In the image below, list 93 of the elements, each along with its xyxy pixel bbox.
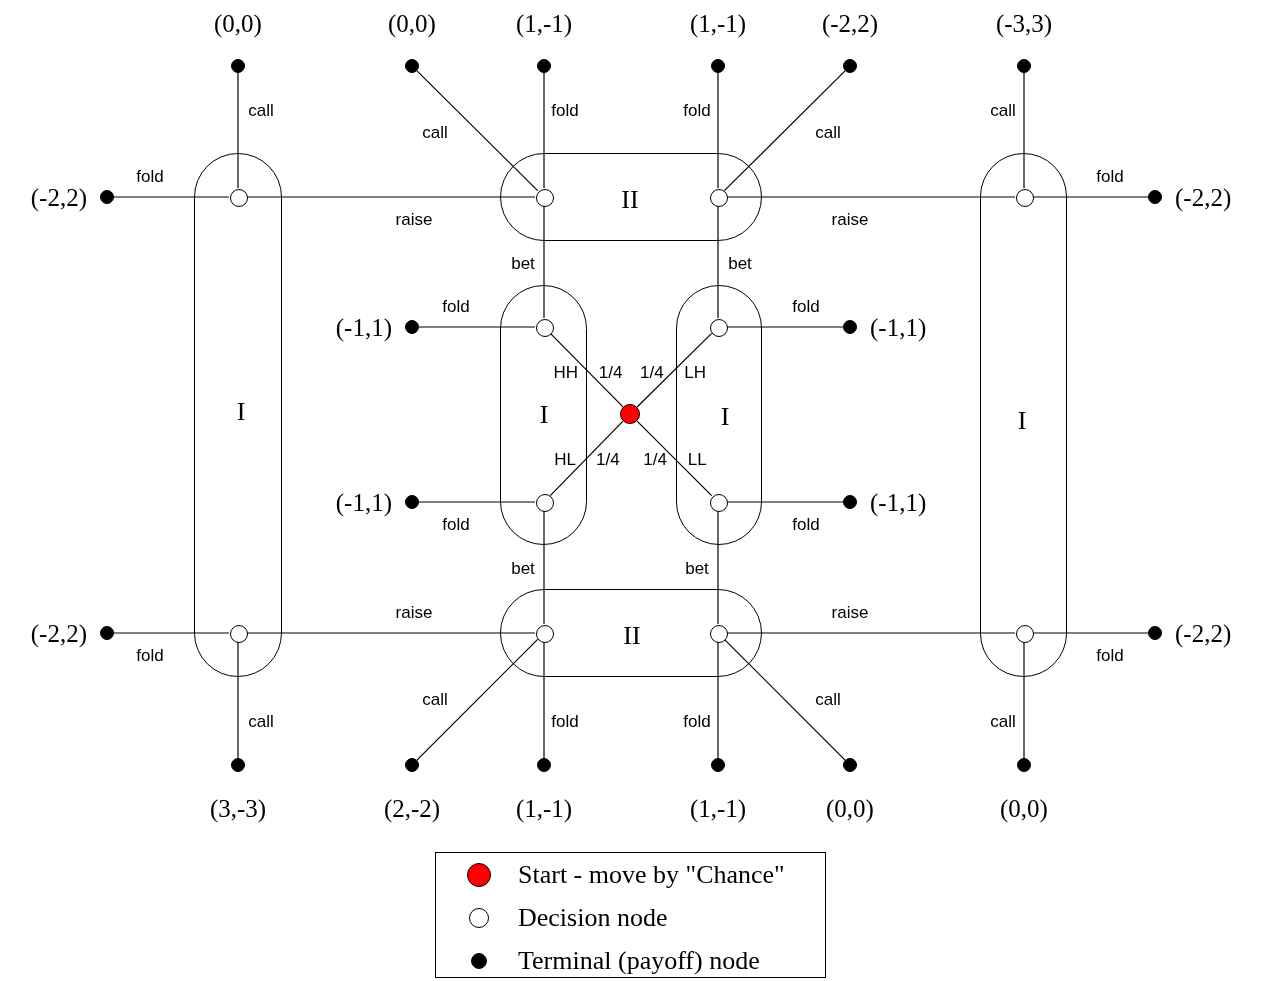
edge-line <box>246 632 536 634</box>
payoff-label: (0,0) <box>826 795 874 821</box>
edge-label: fold <box>1096 167 1124 185</box>
edge-line <box>416 70 539 192</box>
payoff-label: (1,-1) <box>515 795 573 821</box>
player-label: I <box>720 404 730 430</box>
edge-label: call <box>990 101 1016 119</box>
payoff-label: (0,0) <box>214 10 262 36</box>
edge-label: fold <box>442 297 470 315</box>
payoff-label: (1,-1) <box>515 10 573 36</box>
edge-line <box>717 205 719 319</box>
legend-text: Decision node <box>518 904 668 933</box>
edge-line <box>113 632 230 634</box>
edge-line <box>418 501 536 503</box>
payoff-label: (-2,2) <box>30 620 87 646</box>
edge-line <box>723 638 846 761</box>
payoff-label: (-2,2) <box>821 10 879 36</box>
payoff-label: (0,0) <box>388 10 436 36</box>
payoff-label: (-2,2) <box>30 184 87 210</box>
edge-label: call <box>422 690 448 708</box>
edge-line <box>1023 641 1025 759</box>
edge-label: call <box>815 123 841 141</box>
edge-line <box>543 510 545 625</box>
edge-label: fold <box>551 101 579 119</box>
payoff-label: (-1,1) <box>335 489 392 515</box>
edge-label: fold <box>551 712 579 730</box>
edge-label: raise <box>831 210 869 228</box>
edge-line <box>726 501 844 503</box>
edge-line <box>543 205 545 319</box>
legend-text: Terminal (payoff) node <box>518 947 760 976</box>
edge-line <box>549 332 624 408</box>
edge-label: call <box>990 712 1016 730</box>
edge-label: raise <box>831 603 869 621</box>
payoff-label: (-2,2) <box>1175 620 1232 646</box>
edge-line <box>543 641 545 759</box>
edge-line <box>726 632 1016 634</box>
edge-label: bet <box>511 559 535 577</box>
payoff-label: (1,-1) <box>689 10 747 36</box>
edge-label: fold <box>792 515 820 533</box>
edge-label: fold <box>683 712 711 730</box>
edge-label: fold <box>792 297 820 315</box>
edge-line <box>113 196 230 198</box>
edge-line <box>717 510 719 625</box>
edge-line <box>246 196 536 198</box>
edge-label: raise <box>395 210 433 228</box>
edge-line <box>237 641 239 759</box>
edge-label: HL 1/4 <box>554 450 620 468</box>
edge-label: call <box>815 690 841 708</box>
edge-label: call <box>248 712 274 730</box>
edge-label: call <box>422 123 448 141</box>
edge-line <box>418 326 536 328</box>
payoff-label: (0,0) <box>1000 795 1048 821</box>
player-label: I <box>236 399 246 425</box>
edge-line <box>726 326 844 328</box>
legend-text: Start - move by "Chance" <box>518 861 785 890</box>
payoff-label: (1,-1) <box>689 795 747 821</box>
payoff-label: (3,-3) <box>209 795 267 821</box>
edge-line <box>717 641 719 759</box>
edge-label: fold <box>136 646 164 664</box>
edge-line <box>1032 196 1149 198</box>
edge-line <box>1032 632 1149 634</box>
edge-label: HH 1/4 <box>553 363 623 381</box>
payoff-label: (-1,1) <box>335 314 392 340</box>
player-label: II <box>623 623 641 649</box>
edge-label: 1/4 LH <box>639 363 707 381</box>
edge-line <box>717 72 719 189</box>
edge-label: bet <box>728 254 752 272</box>
edge-line <box>726 196 1016 198</box>
edge-label: call <box>248 101 274 119</box>
payoff-label: (-2,2) <box>1175 184 1232 210</box>
edge-line <box>543 72 545 189</box>
payoff-label: (-3,3) <box>995 10 1053 36</box>
edge-label: fold <box>136 167 164 185</box>
edge-label: fold <box>683 101 711 119</box>
edge-label: bet <box>511 254 535 272</box>
edge-label: 1/4 LL <box>643 450 707 468</box>
edge-line <box>636 332 713 408</box>
edge-line <box>416 638 539 761</box>
edge-line <box>723 70 846 192</box>
player-label: II <box>621 187 639 213</box>
edge-label: fold <box>1096 646 1124 664</box>
player-label: I <box>1017 408 1027 434</box>
edge-label: bet <box>685 559 709 577</box>
payoff-label: (-1,1) <box>870 314 927 340</box>
edge-label: raise <box>395 603 433 621</box>
edge-line <box>549 420 624 497</box>
edge-line <box>636 420 713 497</box>
player-label: I <box>539 402 549 428</box>
payoff-label: (2,-2) <box>383 795 441 821</box>
edge-line <box>237 72 239 189</box>
payoff-label: (-1,1) <box>870 489 927 515</box>
edge-label: fold <box>442 515 470 533</box>
edge-line <box>1023 72 1025 189</box>
